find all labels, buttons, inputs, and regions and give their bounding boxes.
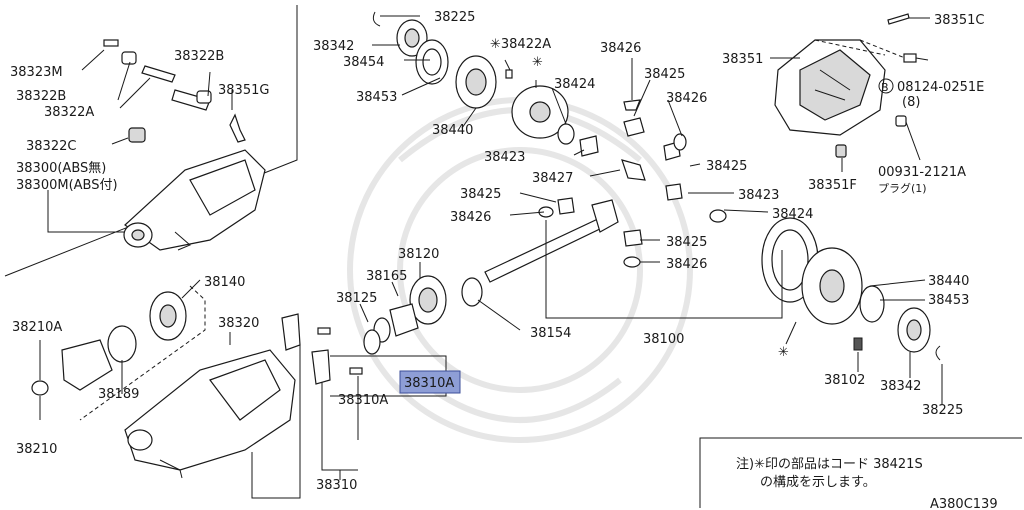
circle-b-icon <box>878 78 894 94</box>
label-38453-right: 38453 <box>928 293 969 308</box>
label-38189: 38189 <box>98 387 139 402</box>
label-08124-qty: (8) <box>902 95 920 110</box>
leader-lines <box>39 15 943 499</box>
label-38425-d: 38425 <box>666 235 707 250</box>
label-38425-a: 38425 <box>644 67 685 82</box>
diff-case-top <box>505 69 575 145</box>
label-38125: 38125 <box>336 291 377 306</box>
label-00931: 00931-2121A <box>878 165 966 180</box>
label-38210a: 38210A <box>12 320 62 335</box>
label-38322b-right: 38322B <box>174 49 224 64</box>
label-00931-plug: プラグ(1) <box>878 181 927 195</box>
label-38102: 38102 <box>824 373 865 388</box>
pinion-gears <box>538 99 727 268</box>
cover-bolts <box>835 13 917 158</box>
ring-gear <box>761 217 941 361</box>
highlight-38310a <box>399 370 461 394</box>
label-38440-right: 38440 <box>928 274 969 289</box>
inset-frame <box>4 5 298 277</box>
label-38310a-highlight: 38310A <box>404 376 454 391</box>
label-38351: 38351 <box>722 52 763 67</box>
label-38427: 38427 <box>532 171 573 186</box>
dashed-guides <box>79 39 906 421</box>
diff-carrier <box>124 313 363 479</box>
label-38100: 38100 <box>643 332 684 347</box>
note-line-1: 注)✳印の部品はコード 38421S <box>736 457 923 472</box>
label-38426-c: 38426 <box>450 210 491 225</box>
companion-flange-parts <box>31 291 187 396</box>
label-circle-b: B <box>881 81 889 94</box>
label-38440-top: 38440 <box>432 123 473 138</box>
diff-assembly-inset <box>123 149 266 251</box>
top-bearing-group <box>372 11 497 109</box>
note-frame <box>699 437 1022 508</box>
label-38424-top: 38424 <box>554 77 595 92</box>
label-38426-b: 38426 <box>666 91 707 106</box>
label-38342-top: 38342 <box>313 39 354 54</box>
label-38425-b: 38425 <box>706 159 747 174</box>
label-38426-d: 38426 <box>666 257 707 272</box>
label-38322a: 38322A <box>44 105 94 120</box>
label-38165: 38165 <box>366 269 407 284</box>
label-38300m: 38300M(ABS付) <box>16 178 118 193</box>
label-38225-right: 38225 <box>922 403 963 418</box>
label-38322b-left: 38322B <box>16 89 66 104</box>
diagram-code: A380C139 <box>930 497 998 510</box>
label-38425-c: 38425 <box>460 187 501 202</box>
pinion-bearings <box>363 275 483 355</box>
note-line-2: の構成を示します。 <box>760 475 876 490</box>
label-38310a: 38310A <box>338 393 388 408</box>
label-38225-top: 38225 <box>434 10 475 25</box>
label-38351f: 38351F <box>808 178 857 193</box>
rear-cover <box>774 39 886 136</box>
label-38154: 38154 <box>530 326 571 341</box>
label-38351c: 38351C <box>934 13 984 28</box>
label-08124: 08124-0251E <box>897 80 984 95</box>
part-labels: 38225 38342 38454 38453 38440 ✳38422A 38… <box>10 10 984 493</box>
label-38320: 38320 <box>218 316 259 331</box>
label-38120: 38120 <box>398 247 439 262</box>
label-38454: 38454 <box>343 55 384 70</box>
note: 注)✳印の部品はコード 38421S の構成を示します。 <box>736 457 923 490</box>
label-38310: 38310 <box>316 478 357 493</box>
star-mark-top: ✳ <box>532 55 543 70</box>
label-38322c: 38322C <box>26 139 76 154</box>
label-38210: 38210 <box>16 442 57 457</box>
label-38323m: 38323M <box>10 65 63 80</box>
label-38423-top: 38423 <box>484 150 525 165</box>
label-38423-right: 38423 <box>738 188 779 203</box>
label-38426-a: 38426 <box>600 41 641 56</box>
label-38453-top: 38453 <box>356 90 397 105</box>
label-38424-right: 38424 <box>772 207 813 222</box>
star-mark-right: ✳ <box>778 345 789 360</box>
inset-bolts <box>103 39 246 143</box>
label-38300: 38300(ABS無) <box>16 161 106 176</box>
label-38422a: ✳38422A <box>490 37 551 52</box>
label-38342-right: 38342 <box>880 379 921 394</box>
label-38351g: 38351G <box>218 83 269 98</box>
label-38140: 38140 <box>204 275 245 290</box>
